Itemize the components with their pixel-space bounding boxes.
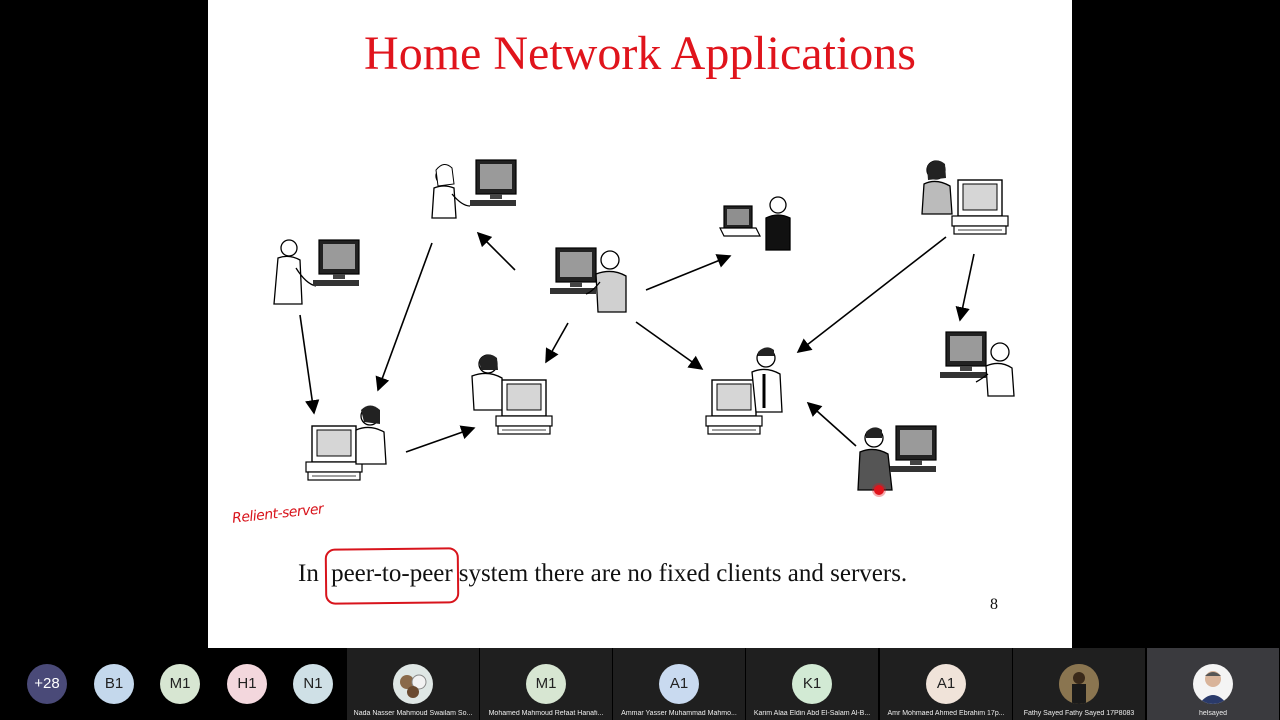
participant-tile[interactable]: A1 Ammar Yasser Muhammad Mahmo...	[613, 648, 745, 720]
participant-tile-self[interactable]: helsayed	[1147, 648, 1279, 720]
participant-tile[interactable]: Fathy Sayed Fathy Sayed 17P8083	[1013, 648, 1145, 720]
avatar: A1	[659, 664, 699, 704]
caption-rest: system there are no fixed clients and se…	[458, 560, 908, 587]
user-node-bottom-center	[705, 347, 783, 435]
participant-name: Ammar Yasser Muhammad Mahmo...	[621, 710, 737, 717]
slide-title: Home Network Applications	[364, 27, 916, 80]
participant-tile[interactable]: Nada Nasser Mahmoud Swailam So...	[347, 648, 479, 720]
avatar: K1	[792, 664, 832, 704]
participant-tile[interactable]: M1 Mohamed Mahmoud Refaat Hanafi...	[480, 648, 612, 720]
participant-bubble[interactable]: M1	[160, 664, 200, 704]
participant-name: Amr Mohmaed Ahmed Ebrahim 17p...	[887, 710, 1005, 717]
user-node-left	[273, 239, 360, 305]
user-node-bottom-center-left	[471, 354, 553, 435]
slide-page-number: 8	[990, 596, 998, 613]
user-node-top-left	[431, 159, 517, 219]
presentation-slide: Home Network Applications	[208, 0, 1072, 648]
caption-prefix: In	[298, 560, 319, 587]
participant-bubble[interactable]: B1	[94, 664, 134, 704]
avatar: M1	[526, 664, 566, 704]
participant-name: Mohamed Mahmoud Refaat Hanafi...	[488, 710, 604, 717]
participant-name: Fathy Sayed Fathy Sayed 17P8083	[1023, 710, 1135, 717]
participant-bubble[interactable]: N1	[293, 664, 333, 704]
participant-name: Nada Nasser Mahmoud Swailam So...	[353, 710, 473, 717]
user-node-right	[939, 331, 1015, 397]
participant-name: helsayed	[1198, 710, 1228, 717]
overflow-participants-button[interactable]: +28	[27, 664, 67, 704]
connection-arrows	[299, 231, 975, 453]
participant-bubble[interactable]: H1	[227, 664, 267, 704]
caption-highlighted-term: peer-to-peer	[331, 560, 453, 587]
user-node-bottom-left	[305, 405, 387, 481]
participant-tile[interactable]: K1 Karim Alaa Eldin Abd El-Salam Al-B...	[746, 648, 878, 720]
user-node-center	[549, 247, 627, 313]
avatar	[1193, 664, 1233, 704]
participant-tile[interactable]: A1 Amr Mohmaed Ahmed Ebrahim 17p...	[880, 648, 1012, 720]
user-node-top-right	[921, 160, 1009, 235]
peer-to-peer-network-diagram	[273, 159, 1015, 491]
avatar	[393, 664, 433, 704]
avatar	[1059, 664, 1099, 704]
avatar: A1	[926, 664, 966, 704]
laser-pointer	[874, 485, 884, 495]
user-node-bottom-right	[857, 425, 937, 491]
user-node-laptop	[719, 196, 791, 251]
participant-name: Karim Alaa Eldin Abd El-Salam Al-B...	[753, 710, 871, 717]
